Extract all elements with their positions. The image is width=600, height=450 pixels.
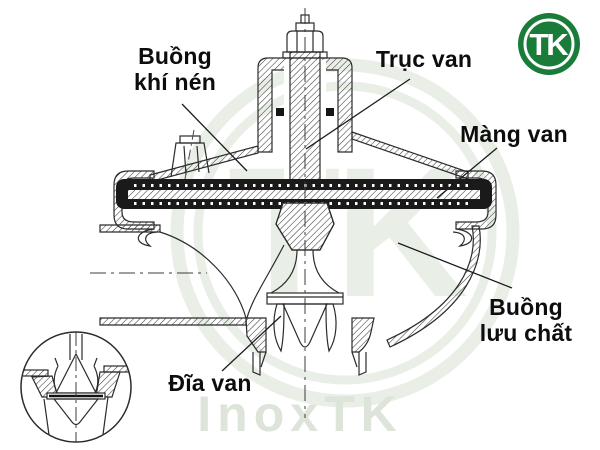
centerlines [90, 8, 306, 418]
leader-diaphragm [436, 147, 498, 199]
fluid-chamber-body [246, 225, 481, 348]
tk-logo-letters: TK [529, 27, 569, 62]
label-diaphragm: Màng van [460, 121, 568, 147]
leader-valve-disc [221, 315, 282, 372]
detail-inset [20, 331, 132, 443]
label-valve-disc: Đĩa van [168, 370, 252, 396]
label-fluid-chamber: Buồng lưu chất [479, 294, 573, 347]
leader-lines [181, 78, 513, 372]
valve-seat [245, 317, 375, 376]
valve-drawing [20, 8, 497, 443]
flange-left-clamp [137, 228, 158, 247]
tk-logo-circle [518, 13, 580, 75]
watermark-inoxtk-text: InoxTK [197, 386, 402, 442]
tk-logo-ring [523, 18, 575, 70]
leader-air-chamber [181, 103, 248, 172]
tk-logo: TK [518, 13, 580, 75]
air-port-fitting [170, 129, 210, 191]
leader-fluid-chamber [397, 242, 513, 289]
leader-valve-stem [305, 78, 411, 150]
label-valve-stem: Trục van [375, 46, 473, 72]
flange-right-clamp [452, 228, 473, 247]
label-air-chamber: Buồng khí nén [134, 43, 216, 96]
